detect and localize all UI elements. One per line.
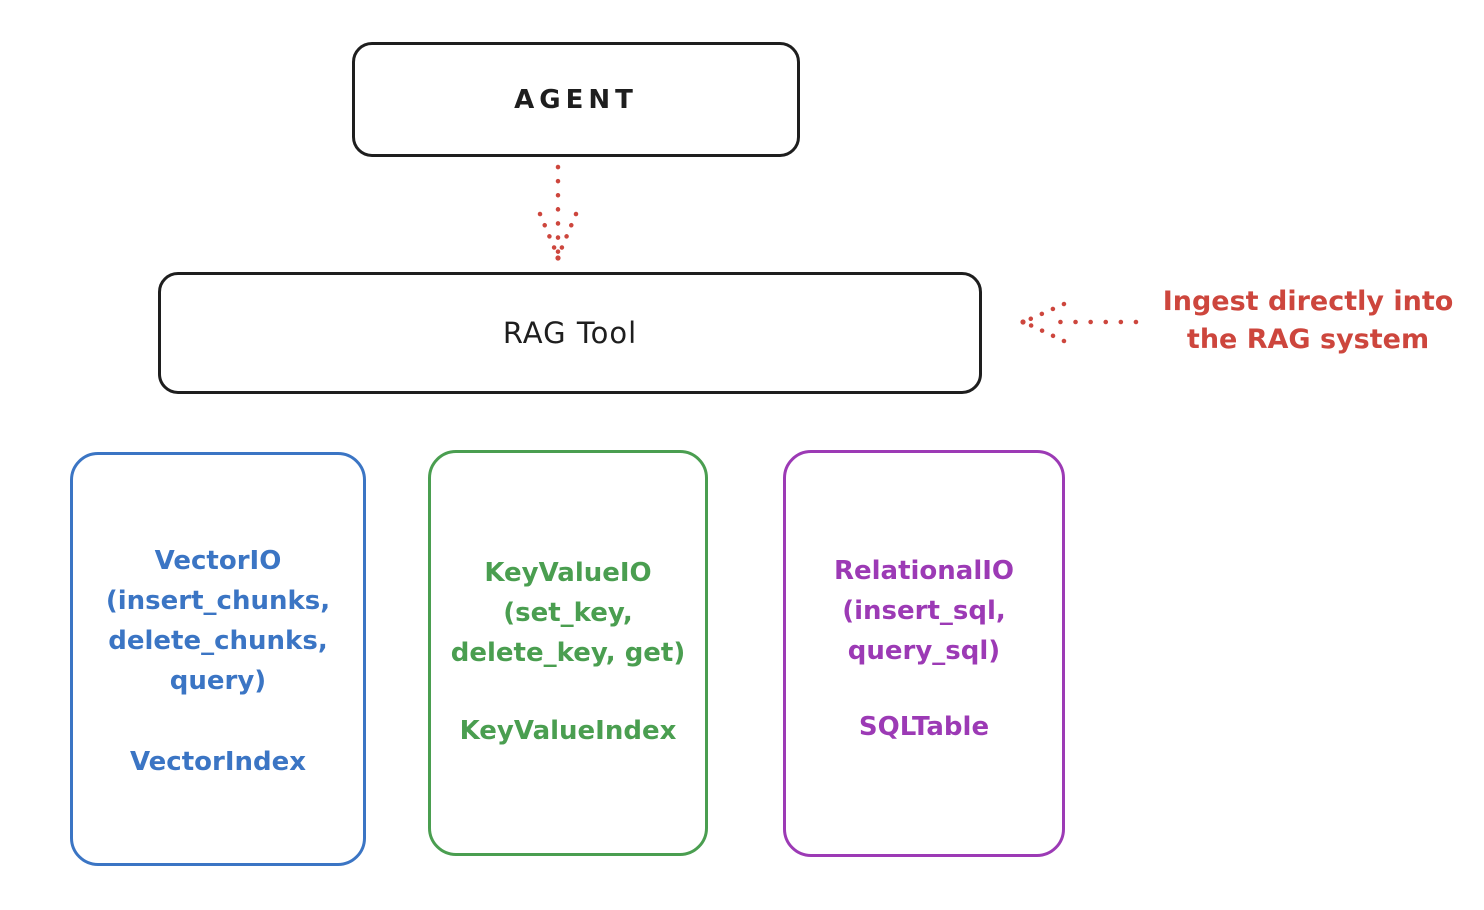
rag-tool-node: RAG Tool [158,272,982,394]
ingest-annotation-line2: the RAG system [1186,324,1430,355]
keyvalue-io-param-line: (set_key, [503,598,633,628]
vector-io-param-line: query) [169,666,267,696]
relational-io-param-line: query_sql) [847,636,1001,666]
relational-io-node: RelationalIO (insert_sql, query_sql) SQL… [783,450,1065,857]
keyvalue-io-node: KeyValueIO (set_key, delete_key, get) Ke… [428,450,708,856]
relational-io-param-line: (insert_sql, [842,596,1006,626]
rag-tool-label: RAG Tool [502,316,638,350]
keyvalue-io-title: KeyValueIO [484,558,652,588]
vector-index-label: VectorIndex [129,747,307,777]
vector-io-title: VectorIO [154,546,282,576]
agent-label: AGENT [514,84,638,115]
agent-node: AGENT [352,42,800,157]
agent-to-ragtool-arrow [537,164,579,261]
vector-io-param-line: (insert_chunks, [105,586,331,616]
keyvalue-index-label: KeyValueIndex [459,716,677,746]
annotation-to-ragtool-arrow [1020,301,1139,344]
keyvalue-io-param-line: delete_key, get) [450,638,686,668]
relational-io-title: RelationalIO [833,556,1015,586]
ingest-annotation-line1: Ingest directly into [1162,286,1454,317]
vector-io-node: VectorIO (insert_chunks, delete_chunks, … [70,452,366,866]
ingest-annotation: Ingest directly into the RAG system [1138,283,1478,359]
sql-table-label: SQLTable [858,712,990,742]
vector-io-param-line: delete_chunks, [108,626,328,656]
